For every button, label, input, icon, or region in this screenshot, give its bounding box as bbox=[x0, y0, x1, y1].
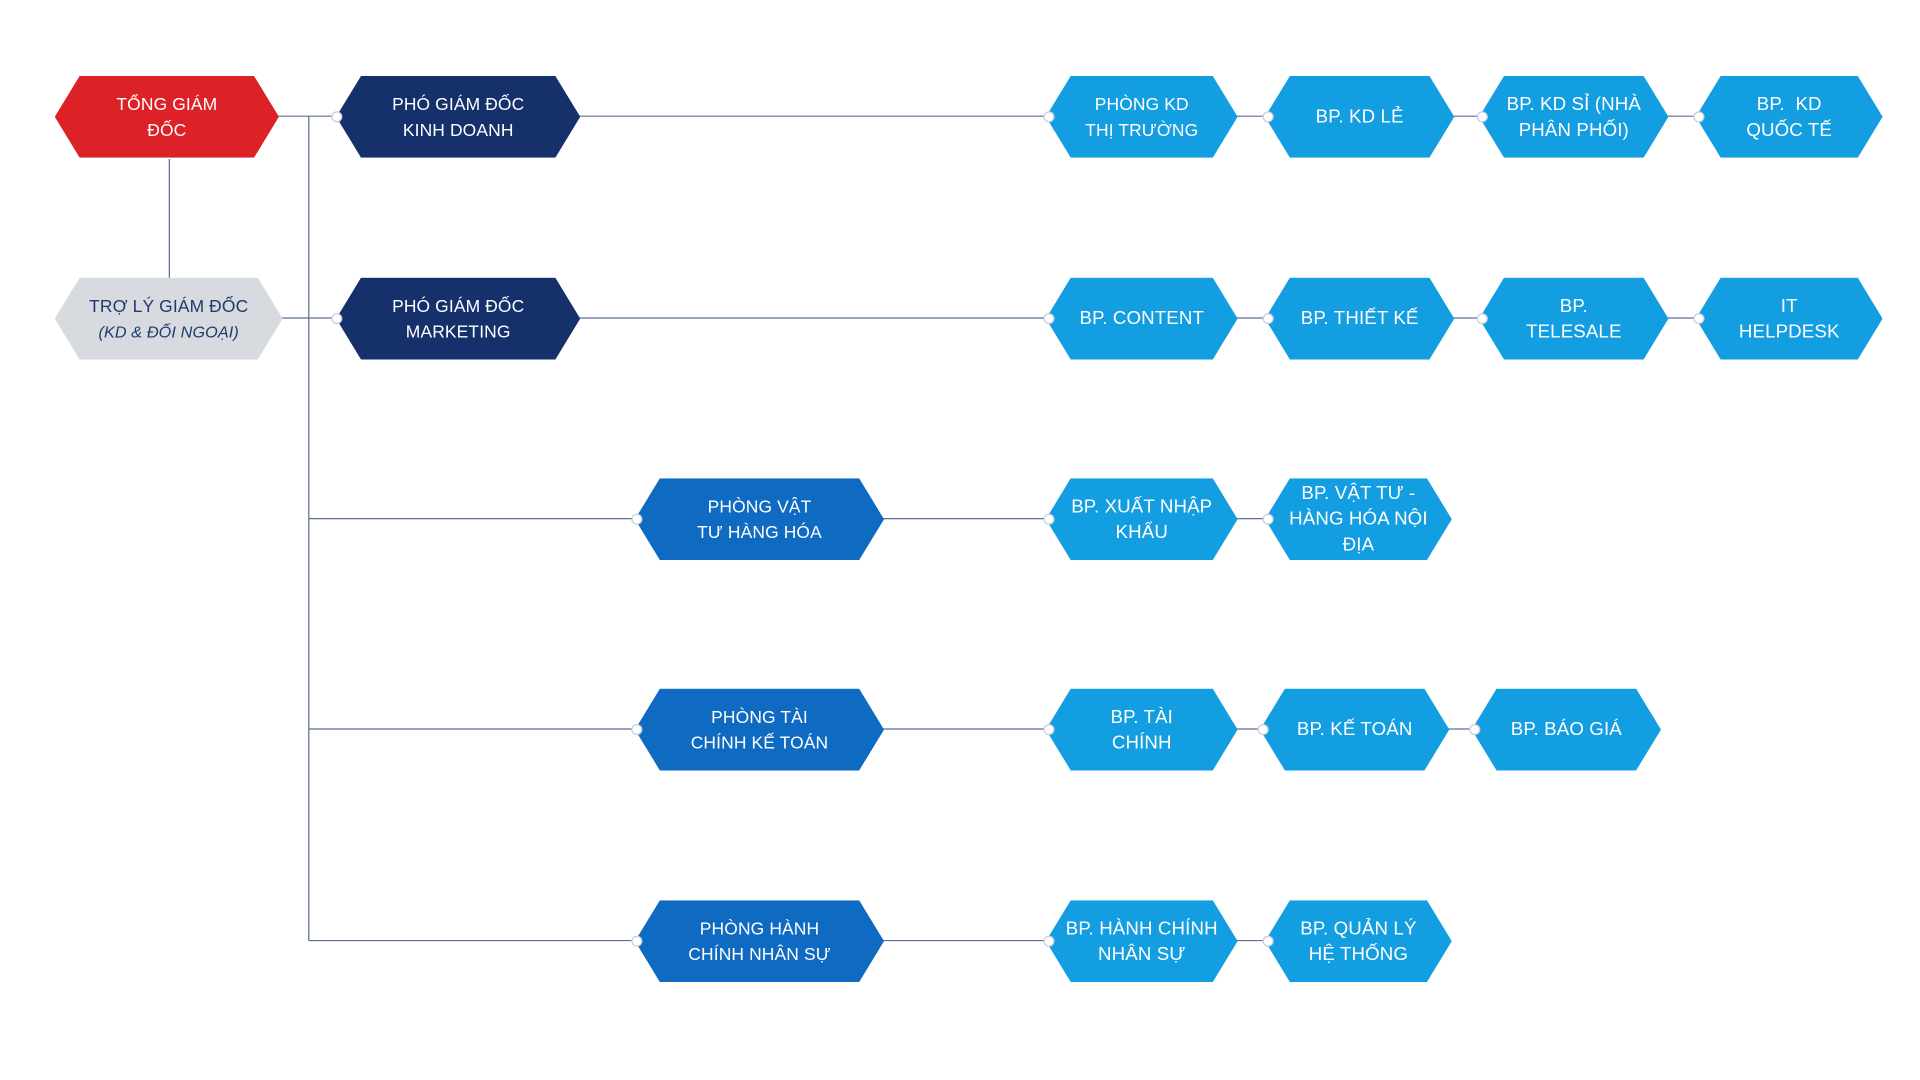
quotation-node[interactable]: BP. BÁO GIÁ bbox=[1472, 689, 1661, 771]
connector-dot bbox=[1262, 313, 1274, 325]
dept-materials-node[interactable]: PHÒNG VẬT TƯ HÀNG HÓA bbox=[635, 478, 884, 560]
connector-dot bbox=[1043, 313, 1055, 325]
sales-international-label: BP. KD QUỐC TẾ bbox=[1746, 93, 1833, 141]
connector-dot bbox=[331, 313, 343, 325]
dept-finance-node[interactable]: PHÒNG TÀI CHÍNH KẾ TOÁN bbox=[635, 689, 884, 771]
dept-admin-label: PHÒNG HÀNH CHÍNH NHÂN SỰ bbox=[688, 917, 831, 964]
quotation-label: BP. BÁO GIÁ bbox=[1510, 719, 1622, 740]
system-mgmt-label: BP. QUẢN LÝ HỆ THỐNG bbox=[1300, 917, 1417, 965]
vp-marketing-label: PHÓ GIÁM ĐỐC MARKETING bbox=[392, 295, 525, 341]
connector-dot bbox=[1262, 111, 1274, 123]
design-label: BP. THIẾT KẾ bbox=[1300, 308, 1419, 330]
assistant-node[interactable]: TRỢ LÝ GIÁM ĐỐC (KD & ĐỐI NGOẠI) bbox=[55, 278, 283, 360]
connector-dot bbox=[331, 111, 343, 123]
vp-sales-node[interactable]: PHÓ GIÁM ĐỐC KINH DOANH bbox=[336, 76, 580, 158]
design-node[interactable]: BP. THIẾT KẾ bbox=[1265, 278, 1454, 360]
telesale-label: BP. TELESALE bbox=[1526, 295, 1622, 342]
ceo-node[interactable]: TỔNG GIÁM ĐỐC bbox=[55, 76, 279, 158]
content-node[interactable]: BP. CONTENT bbox=[1046, 278, 1238, 360]
sales-market-label: PHÒNG KD THỊ TRƯỜNG bbox=[1085, 93, 1199, 139]
connector-dot bbox=[1043, 513, 1055, 525]
connector-dot bbox=[1043, 111, 1055, 123]
vp-marketing-node[interactable]: PHÓ GIÁM ĐỐC MARKETING bbox=[336, 278, 580, 360]
import-export-label: BP. XUẤT NHẬP KHẨU bbox=[1071, 495, 1213, 543]
finance-label: BP. TÀI CHÍNH bbox=[1110, 706, 1174, 753]
accounting-node[interactable]: BP. KẾ TOÁN bbox=[1260, 689, 1449, 771]
telesale-node[interactable]: BP. TELESALE bbox=[1479, 278, 1668, 360]
sales-market-node[interactable]: PHÒNG KD THỊ TRƯỜNG bbox=[1046, 76, 1238, 158]
vp-sales-label: PHÓ GIÁM ĐỐC KINH DOANH bbox=[392, 93, 525, 139]
connector-dot bbox=[631, 935, 643, 947]
sales-retail-node[interactable]: BP. KD LẺ bbox=[1265, 76, 1454, 158]
assistant-label: TRỢ LÝ GIÁM ĐỐC bbox=[89, 295, 249, 315]
hr-admin-label: BP. HÀNH CHÍNH NHÂN SỰ bbox=[1065, 917, 1218, 965]
connector-dot bbox=[1262, 513, 1274, 525]
connector-dot bbox=[1043, 724, 1055, 736]
accounting-label: BP. KẾ TOÁN bbox=[1296, 719, 1413, 740]
connector-dot bbox=[1476, 313, 1488, 325]
dept-finance-label: PHÒNG TÀI CHÍNH KẾ TOÁN bbox=[690, 706, 829, 752]
system-mgmt-node[interactable]: BP. QUẢN LÝ HỆ THỐNG bbox=[1265, 900, 1452, 982]
assistant-note: (KD & ĐỐI NGOẠI) bbox=[98, 322, 239, 341]
dept-materials-label: PHÒNG VẬT TƯ HÀNG HÓA bbox=[697, 495, 822, 542]
import-export-node[interactable]: BP. XUẤT NHẬP KHẨU bbox=[1046, 478, 1238, 560]
connector-dot bbox=[1693, 313, 1705, 325]
connector-dot bbox=[1262, 935, 1274, 947]
ceo-label: TỔNG GIÁM ĐỐC bbox=[116, 93, 218, 139]
sales-retail-label: BP. KD LẺ bbox=[1315, 106, 1404, 128]
finance-node[interactable]: BP. TÀI CHÍNH bbox=[1046, 689, 1238, 771]
connector-dot bbox=[1257, 724, 1269, 736]
connector-dot bbox=[1693, 111, 1705, 123]
connector-dot bbox=[1469, 724, 1481, 736]
content-label: BP. CONTENT bbox=[1079, 308, 1205, 330]
helpdesk-label: IT HELPDESK bbox=[1738, 295, 1840, 342]
connector-dot bbox=[1043, 935, 1055, 947]
sales-wholesale-label: BP. KD SỈ (NHÀ PHÂN PHỐI) bbox=[1506, 93, 1641, 141]
helpdesk-node[interactable]: IT HELPDESK bbox=[1696, 278, 1883, 360]
connector-dot bbox=[631, 724, 643, 736]
hr-admin-node[interactable]: BP. HÀNH CHÍNH NHÂN SỰ bbox=[1046, 900, 1238, 982]
domestic-goods-label: BP. VẬT TƯ - HÀNG HÓA NỘI ĐỊA bbox=[1289, 483, 1428, 556]
sales-international-node[interactable]: BP. KD QUỐC TẾ bbox=[1696, 76, 1883, 158]
dept-admin-node[interactable]: PHÒNG HÀNH CHÍNH NHÂN SỰ bbox=[635, 900, 884, 982]
sales-wholesale-node[interactable]: BP. KD SỈ (NHÀ PHÂN PHỐI) bbox=[1479, 76, 1668, 158]
domestic-goods-node[interactable]: BP. VẬT TƯ - HÀNG HÓA NỘI ĐỊA bbox=[1265, 478, 1452, 560]
connector-dot bbox=[1476, 111, 1488, 123]
connector-dot bbox=[631, 513, 643, 525]
